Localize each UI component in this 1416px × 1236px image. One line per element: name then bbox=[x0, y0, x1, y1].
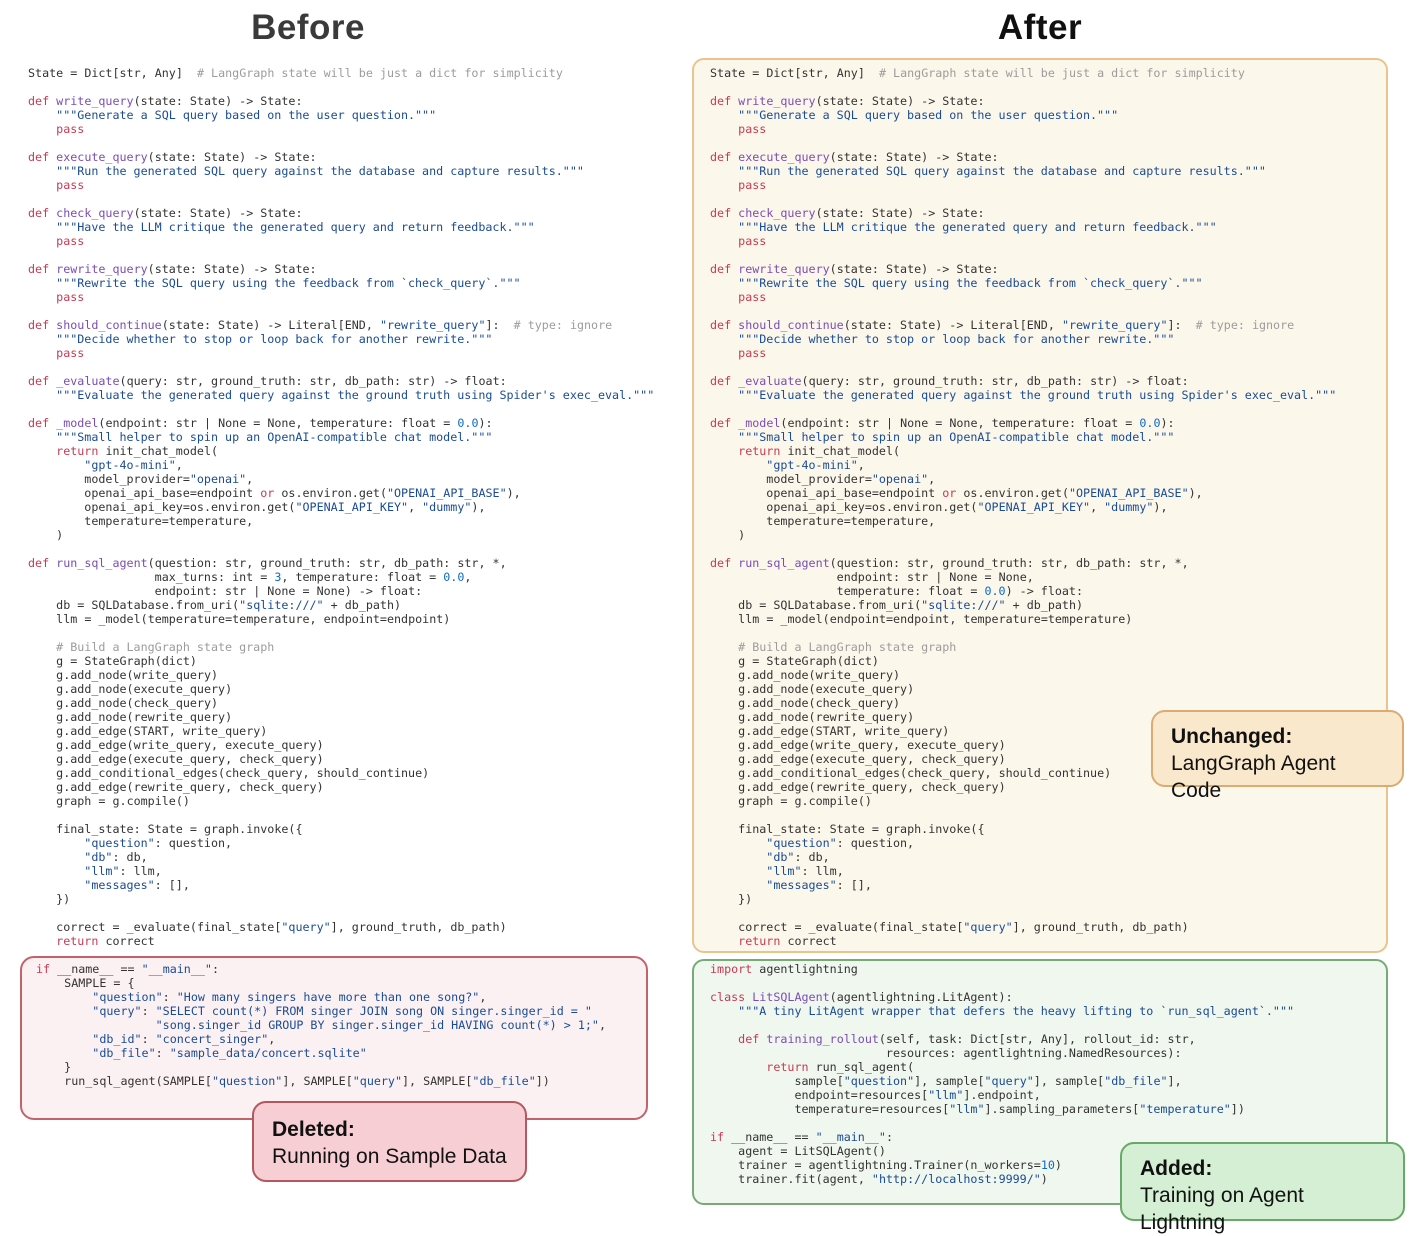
added-callout: Added: Training on Agent Lightning bbox=[1120, 1142, 1405, 1234]
before-deleted-code-panel bbox=[20, 956, 648, 1120]
after-unchanged-code-panel bbox=[692, 58, 1388, 953]
after-unchanged-code-block: State = Dict[str, Any] # LangGraph state… bbox=[710, 66, 1337, 948]
after-added-code-block: import agentlightning class LitSQLAgent(… bbox=[710, 962, 1295, 1186]
before-code-block: State = Dict[str, Any] # LangGraph state… bbox=[28, 66, 655, 948]
deleted-callout-subtitle: Running on Sample Data bbox=[272, 1145, 507, 1168]
before-title: Before bbox=[251, 8, 365, 47]
after-title: After bbox=[997, 8, 1083, 47]
unchanged-callout-title: Unchanged: bbox=[1171, 725, 1293, 748]
added-callout-subtitle: Training on Agent Lightning bbox=[1140, 1184, 1304, 1234]
deleted-callout: Deleted: Running on Sample Data bbox=[252, 1101, 527, 1182]
added-callout-title: Added: bbox=[1140, 1157, 1213, 1180]
before-deleted-code-block: if __name__ == "__main__": SAMPLE = { "q… bbox=[36, 962, 606, 1088]
unchanged-callout: Unchanged: LangGraph Agent Code bbox=[1151, 710, 1404, 802]
unchanged-callout-subtitle: LangGraph Agent Code bbox=[1171, 752, 1336, 802]
deleted-callout-title: Deleted: bbox=[272, 1118, 355, 1141]
